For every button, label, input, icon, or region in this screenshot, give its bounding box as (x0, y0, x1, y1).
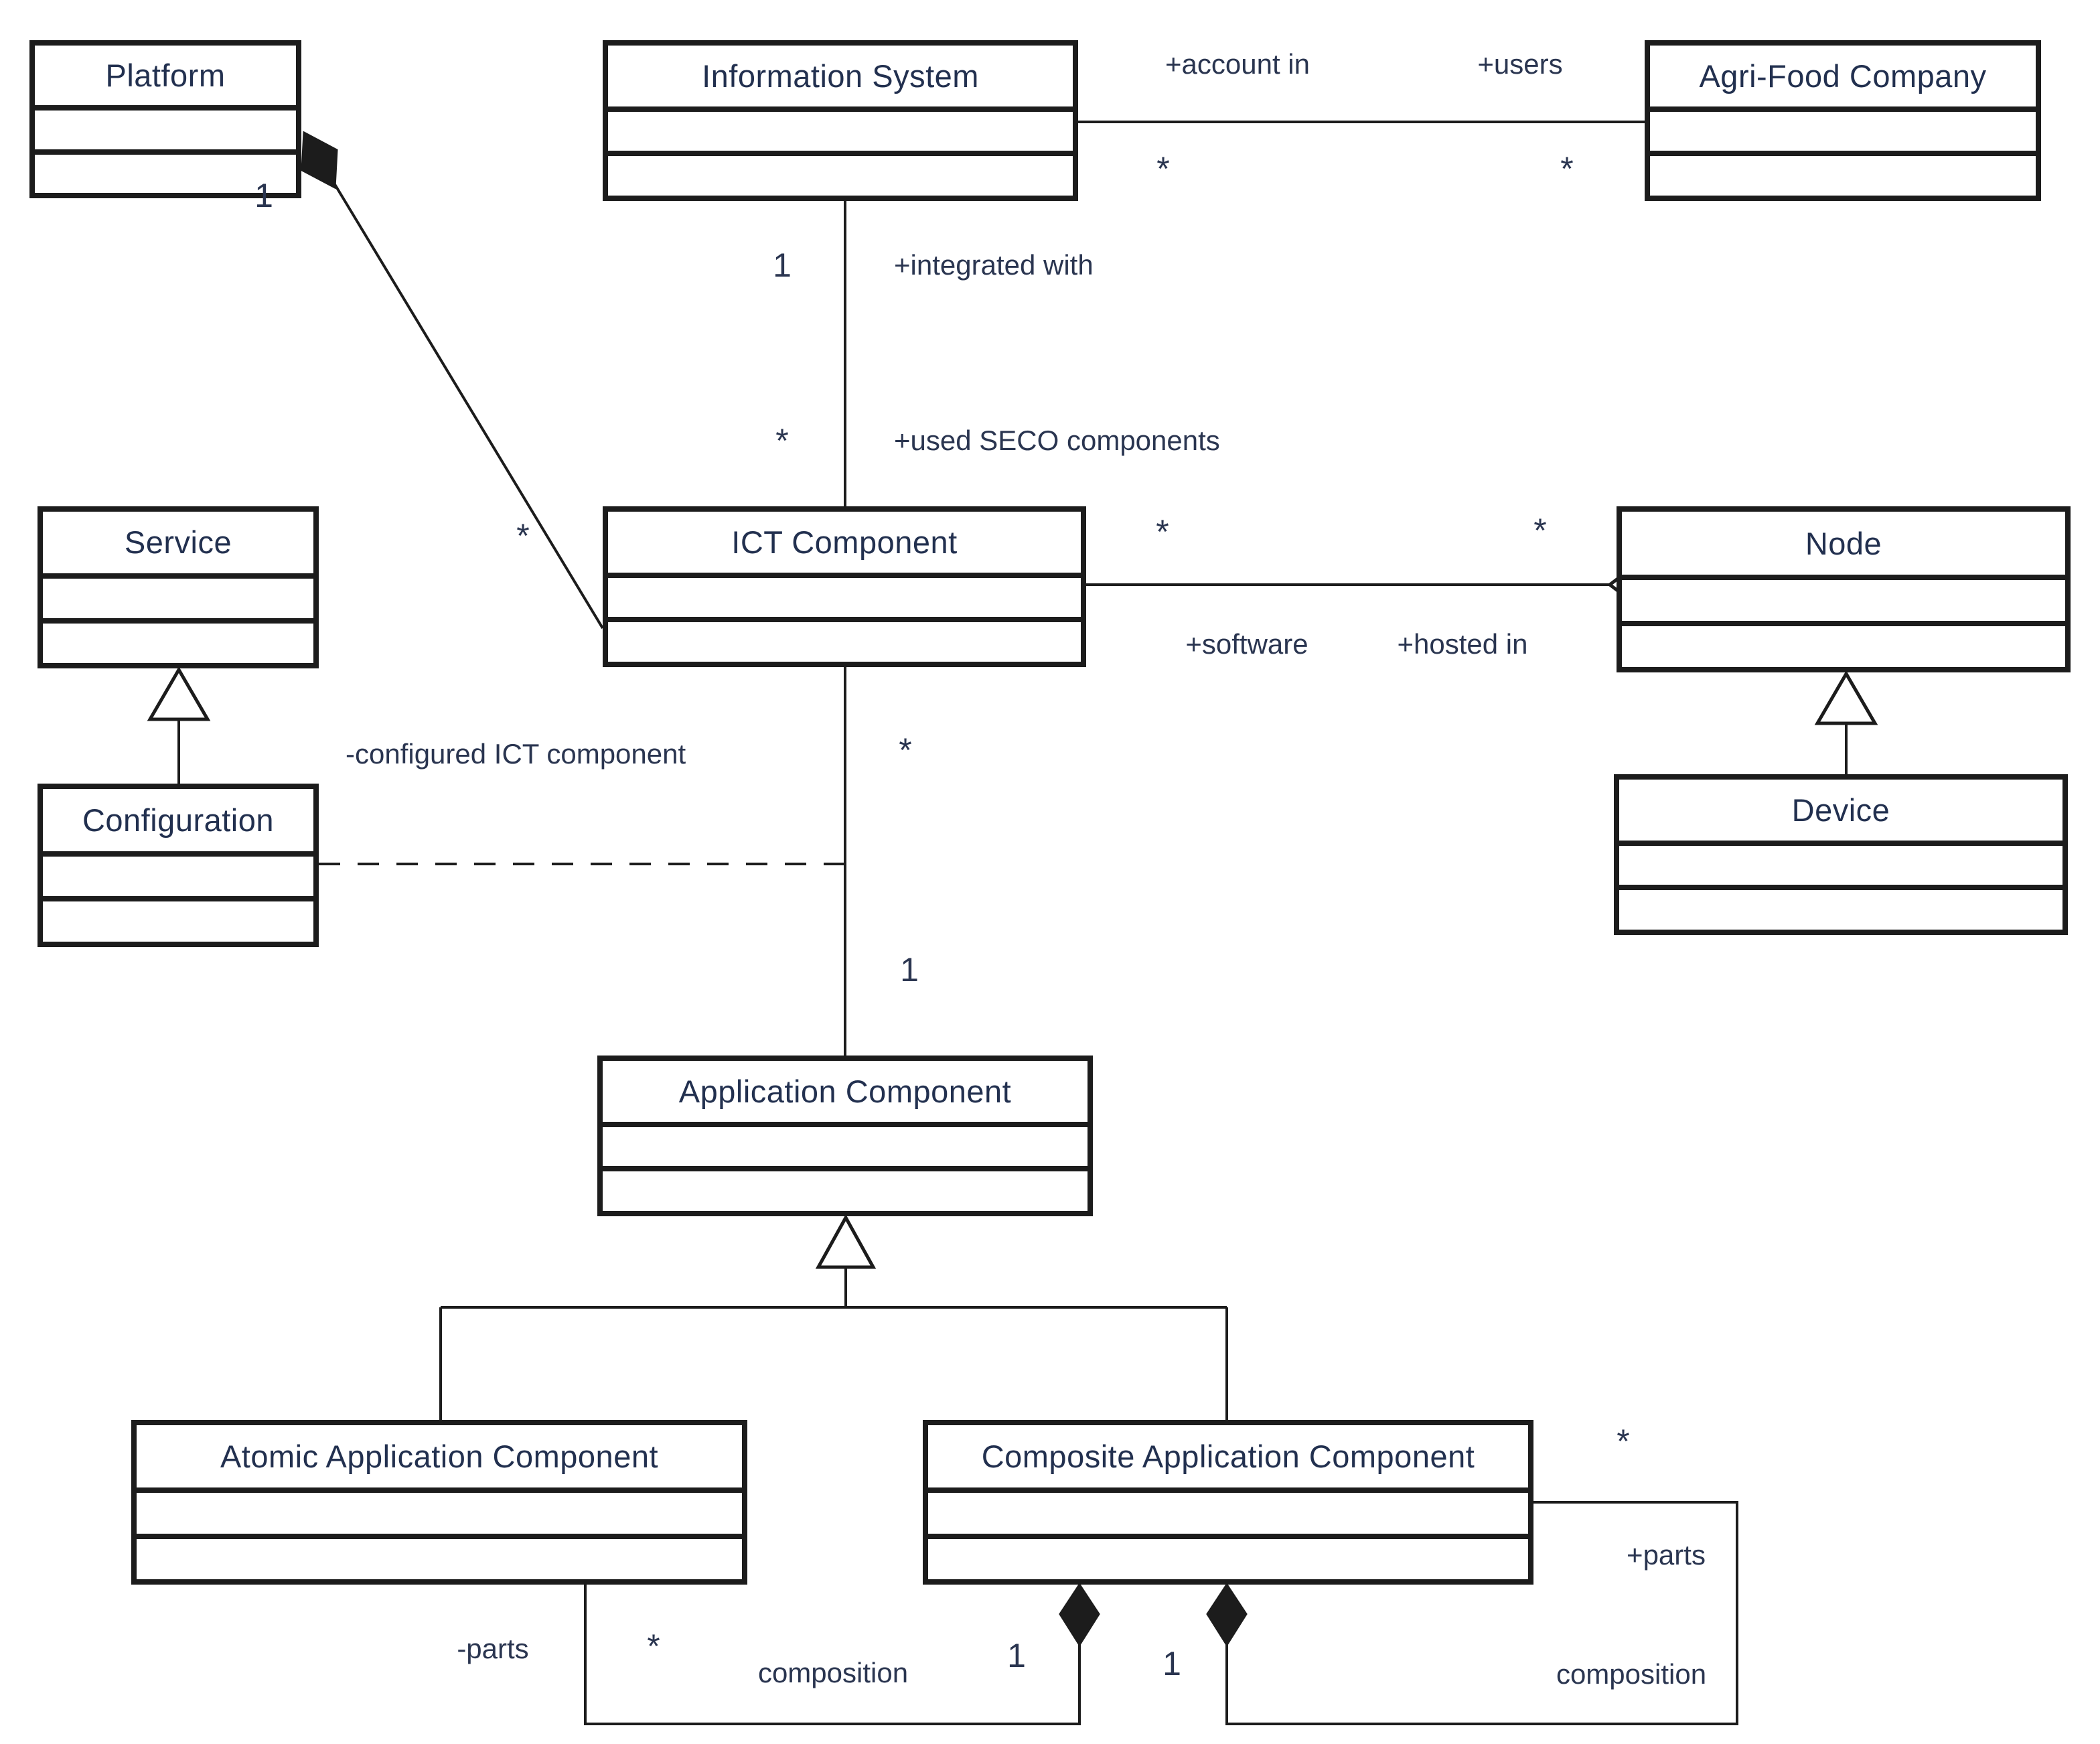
class-node: Node (1617, 506, 2071, 672)
mult-integrated-one: 1 (773, 246, 792, 284)
mult-composition-left-one: 1 (1007, 1637, 1026, 1674)
operations-compartment (1619, 885, 2062, 930)
class-title: Device (1791, 792, 1890, 828)
class-title: Platform (105, 58, 226, 94)
attributes-compartment (43, 851, 313, 897)
mult-used-star: * (775, 422, 789, 459)
generalization-triangle-app (815, 1214, 877, 1269)
class-title: Node (1805, 525, 1882, 561)
operations-compartment (608, 151, 1073, 196)
operations-compartment (608, 617, 1081, 662)
class-service: Service (38, 506, 319, 668)
operations-compartment (928, 1533, 1528, 1579)
composition-right-loop (1225, 1501, 1738, 1725)
class-composite-application-component: Composite Application Component (923, 1420, 1533, 1585)
attributes-compartment (608, 106, 1073, 151)
class-title: Configuration (82, 802, 275, 838)
class-title: ICT Component (731, 524, 958, 560)
mult-hosted-star: * (1533, 512, 1547, 549)
attributes-compartment (1619, 840, 2062, 885)
operations-compartment (35, 149, 296, 193)
mult-account-star: * (1156, 150, 1170, 188)
role-integrated-with: +integrated with (894, 249, 1094, 281)
mult-software-star: * (1156, 513, 1169, 551)
mult-app-star: * (899, 731, 912, 769)
class-platform: Platform (29, 40, 301, 198)
operations-compartment (603, 1166, 1088, 1211)
class-configuration: Configuration (38, 784, 319, 947)
operations-compartment (43, 617, 313, 663)
attributes-compartment (928, 1487, 1528, 1533)
role-used-seco-components: +used SECO components (894, 425, 1220, 456)
class-device: Device (1614, 774, 2068, 935)
mult-platform-star: * (516, 517, 530, 555)
generalization-triangle-service (147, 666, 211, 721)
composition-diamond-right (1206, 1583, 1248, 1647)
composition-diamond-platform (301, 131, 338, 190)
class-application-component: Application Component (597, 1056, 1093, 1216)
assoc-name-composition-right: composition (1556, 1658, 1707, 1690)
generalization-triangle-node (1814, 670, 1878, 725)
role-hosted-in: +hosted in (1397, 628, 1528, 660)
role-parts-plus: +parts (1627, 1539, 1706, 1571)
role-software: +software (1185, 628, 1308, 660)
attributes-compartment (608, 572, 1081, 617)
role-users: +users (1477, 48, 1563, 80)
class-title: Service (124, 524, 232, 561)
composition-left-loop (584, 1585, 1081, 1725)
operations-compartment (1622, 621, 2065, 667)
mult-app-one: 1 (900, 951, 919, 989)
class-title: Atomic Application Component (220, 1439, 659, 1475)
composition-diamond-left (1059, 1583, 1100, 1647)
mult-parts-left-star: * (647, 1627, 660, 1665)
class-title: Composite Application Component (981, 1439, 1475, 1475)
role-parts-minus: -parts (457, 1633, 529, 1664)
class-agri-food-company: Agri-Food Company (1645, 40, 2041, 201)
operations-compartment (43, 896, 313, 942)
attributes-compartment (35, 105, 296, 149)
mult-composition-right-one: 1 (1162, 1645, 1181, 1682)
operations-compartment (137, 1533, 742, 1579)
attributes-compartment (43, 573, 313, 618)
class-title: Agri-Food Company (1699, 58, 1987, 94)
operations-compartment (1650, 151, 2036, 196)
class-title: Application Component (678, 1073, 1012, 1109)
class-ict-component: ICT Component (603, 506, 1086, 667)
mult-platform-one: 1 (254, 177, 273, 214)
class-atomic-application-component: Atomic Application Component (131, 1420, 747, 1585)
attributes-compartment (603, 1121, 1088, 1167)
attributes-compartment (1622, 575, 2065, 621)
mult-users-star: * (1560, 150, 1574, 188)
assoc-platform-ict-line (332, 181, 604, 630)
attributes-compartment (1650, 106, 2036, 151)
attributes-compartment (137, 1487, 742, 1533)
role-account-in: +account in (1165, 48, 1310, 80)
class-information-system: Information System (603, 40, 1078, 201)
mult-parts-right-star: * (1617, 1423, 1630, 1460)
class-title: Information System (702, 58, 979, 94)
role-configured-ict-component: -configured ICT component (346, 738, 686, 770)
assoc-name-composition-left: composition (757, 1657, 909, 1688)
